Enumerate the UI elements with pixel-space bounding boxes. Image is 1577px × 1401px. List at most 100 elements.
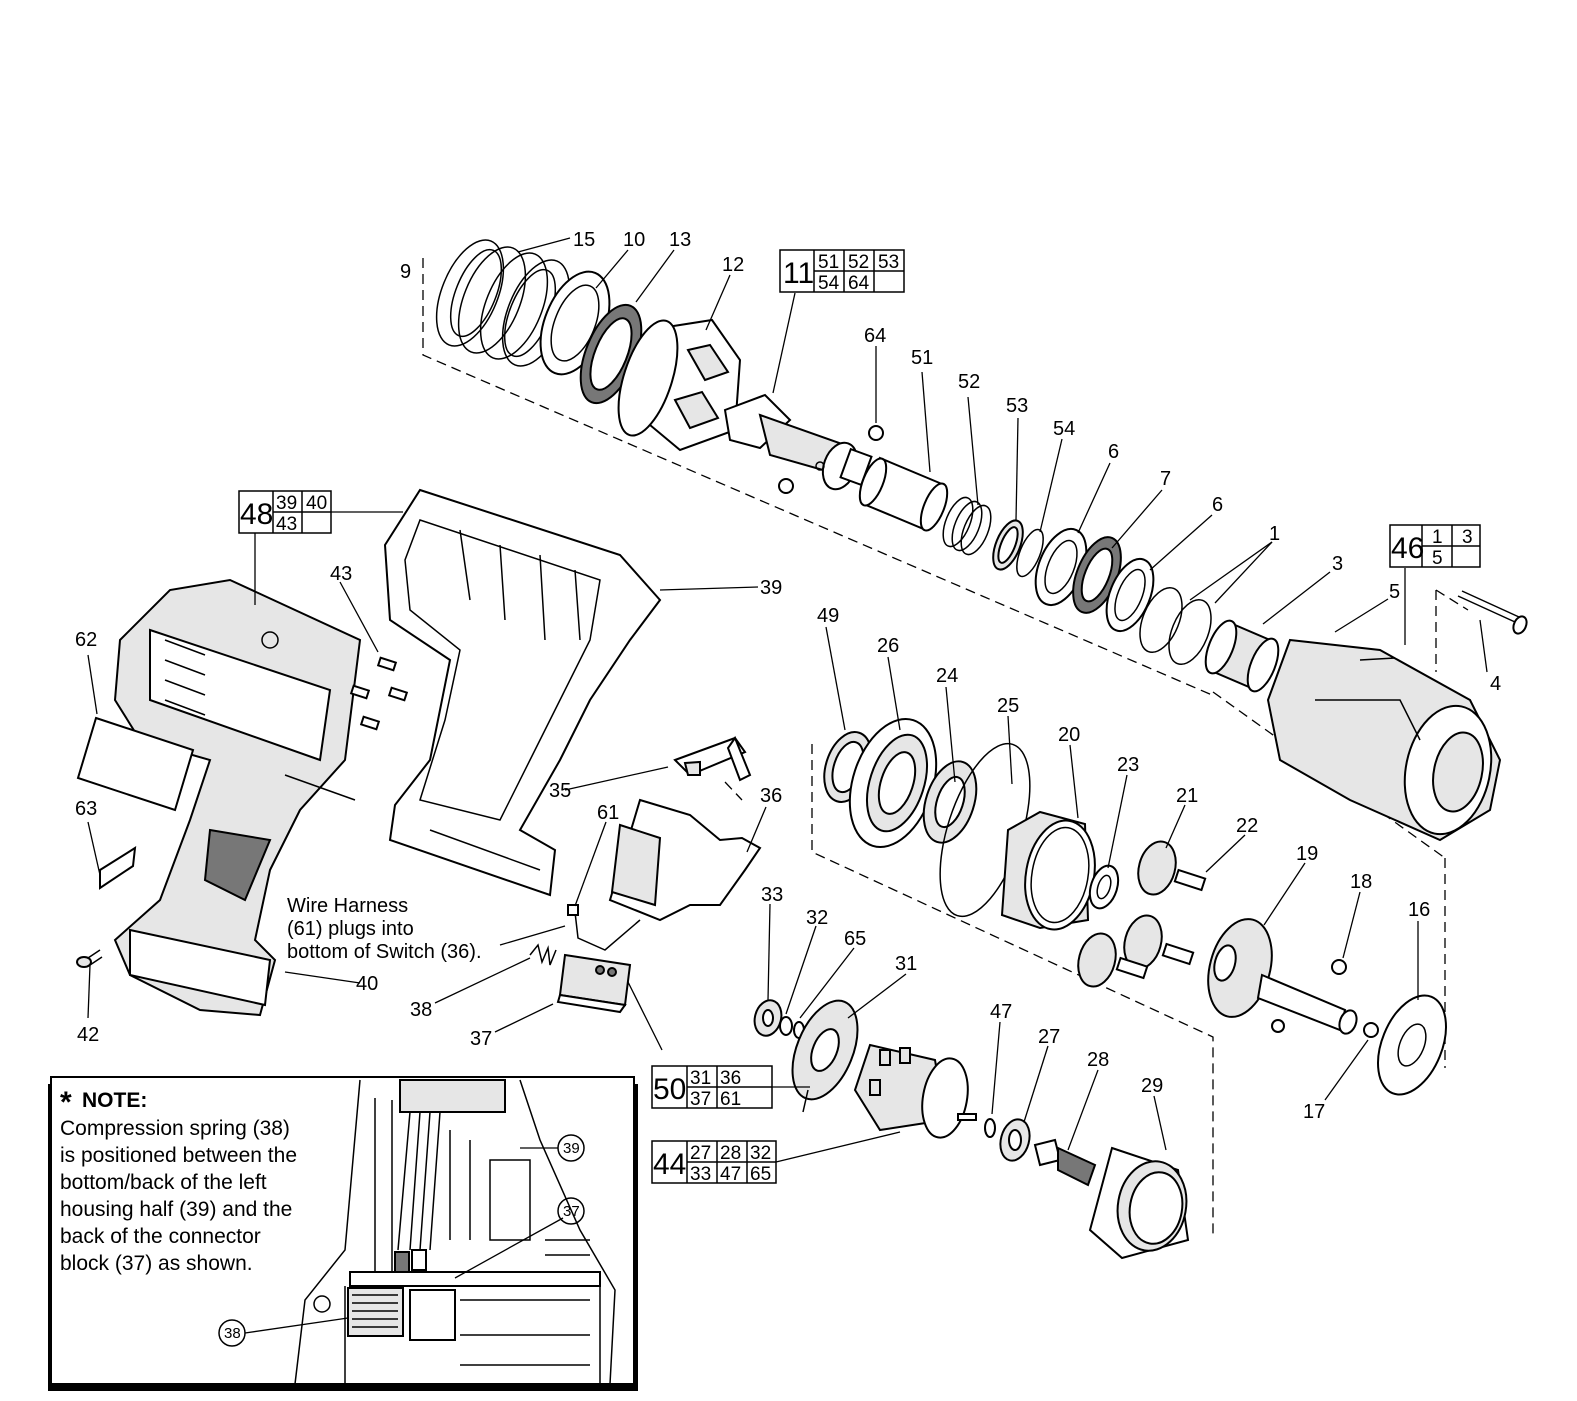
bearing-27 bbox=[999, 1118, 1031, 1162]
callout-13: 13 bbox=[669, 229, 691, 251]
switch-36 bbox=[608, 798, 762, 922]
ball-extra bbox=[1271, 1019, 1285, 1033]
callout-3: 3 bbox=[1332, 553, 1343, 575]
callout-16: 16 bbox=[1408, 899, 1430, 921]
bushing-51 bbox=[858, 456, 949, 532]
callout-5: 5 bbox=[1389, 581, 1400, 603]
sleeve-29 bbox=[1088, 1146, 1190, 1260]
anvil-11 bbox=[723, 393, 873, 491]
callout-35: 35 bbox=[549, 780, 571, 802]
kit-11-cell: 64 bbox=[848, 273, 870, 294]
callout-39: 39 bbox=[760, 577, 782, 599]
callout-17: 17 bbox=[1303, 1101, 1325, 1123]
callout-53: 53 bbox=[1006, 395, 1028, 417]
washer-32 bbox=[779, 1016, 793, 1036]
kit-48-cell: 39 bbox=[276, 493, 297, 514]
kit-44-main: 44 bbox=[653, 1148, 686, 1181]
callout-18: 18 bbox=[1350, 871, 1372, 893]
kit-box-11: 11 51 52 53 54 64 bbox=[779, 249, 905, 294]
pins-22 bbox=[1115, 868, 1207, 980]
callout-28: 28 bbox=[1087, 1049, 1109, 1071]
screw-42 bbox=[76, 949, 103, 968]
label-63 bbox=[99, 846, 137, 890]
stray-mark: 9 bbox=[400, 261, 411, 283]
kit-11-main: 11 bbox=[783, 257, 814, 290]
ball-64-a bbox=[868, 425, 884, 441]
callout-27: 27 bbox=[1038, 1026, 1060, 1048]
kit-11-cell: 51 bbox=[818, 252, 839, 273]
kit-11-cell: 53 bbox=[878, 252, 899, 273]
planet-gears-21 bbox=[1077, 840, 1177, 988]
inset-callout-37: 37 bbox=[563, 1203, 580, 1220]
pinion-28 bbox=[1033, 1138, 1097, 1187]
callout-20: 20 bbox=[1058, 724, 1080, 746]
callout-52: 52 bbox=[958, 371, 980, 393]
kit-box-44: 44 27 28 32 33 47 65 bbox=[651, 1140, 777, 1185]
wire-note-line: (61) plugs into bbox=[287, 918, 414, 940]
leader-lines bbox=[87, 237, 1488, 1163]
wire-note-line: Wire Harness bbox=[287, 895, 408, 917]
callout-24: 24 bbox=[936, 665, 958, 687]
kit-46-cell: 1 bbox=[1432, 527, 1443, 548]
kit-50-main: 50 bbox=[653, 1073, 686, 1106]
callout-40: 40 bbox=[356, 973, 378, 995]
oring-1-a bbox=[1139, 587, 1183, 653]
kit-44-cell: 27 bbox=[690, 1143, 711, 1164]
callout-62: 62 bbox=[75, 629, 97, 651]
callout-labels: 1 3 4 5 6 6 7 10 12 13 15 16 17 18 19 20… bbox=[75, 229, 1501, 1123]
trigger-35 bbox=[673, 735, 752, 782]
note-line: block (37) as shown. bbox=[60, 1252, 253, 1275]
callout-51: 51 bbox=[911, 347, 933, 369]
wire-note-line: bottom of Switch (36). bbox=[287, 941, 482, 963]
pins-43 bbox=[349, 656, 409, 731]
callout-32: 32 bbox=[806, 907, 828, 929]
callout-25: 25 bbox=[997, 695, 1019, 717]
kit-48-cell: 43 bbox=[276, 514, 297, 535]
kit-48-main: 48 bbox=[240, 498, 273, 531]
callout-6-lower: 6 bbox=[1212, 494, 1223, 516]
callout-42: 42 bbox=[77, 1024, 99, 1046]
kit-44-cell: 47 bbox=[720, 1164, 741, 1185]
kit-50-cell: 37 bbox=[690, 1089, 711, 1110]
kit-box-46: 46 1 3 5 bbox=[1389, 524, 1481, 569]
hammer-12 bbox=[617, 318, 742, 452]
ball-18 bbox=[1331, 959, 1347, 975]
callout-49: 49 bbox=[817, 605, 839, 627]
kit-11-cell: 54 bbox=[818, 273, 840, 294]
kit-box-50: 50 31 36 37 61 bbox=[651, 1065, 773, 1110]
washer-16 bbox=[1377, 994, 1447, 1096]
callout-31: 31 bbox=[895, 953, 917, 975]
bearing-33 bbox=[753, 999, 783, 1037]
note-line: housing half (39) and the bbox=[60, 1198, 292, 1221]
oring-1-b bbox=[1168, 599, 1212, 665]
bearing-24 bbox=[922, 760, 978, 844]
callout-47: 47 bbox=[990, 1001, 1012, 1023]
bushing-3 bbox=[1204, 619, 1280, 693]
callout-64: 64 bbox=[864, 325, 886, 347]
kit-44-cell: 33 bbox=[690, 1164, 711, 1185]
washer-23 bbox=[1088, 864, 1120, 910]
washer-6-b bbox=[1105, 557, 1155, 633]
note-line: Compression spring (38) bbox=[60, 1117, 290, 1140]
callout-37: 37 bbox=[470, 1028, 492, 1050]
callout-33: 33 bbox=[761, 884, 783, 906]
assembly-dashed-outlines bbox=[422, 258, 1469, 1238]
callout-6-upper: 6 bbox=[1108, 441, 1119, 463]
callout-4: 4 bbox=[1490, 673, 1501, 695]
housing-half-left-39 bbox=[383, 488, 662, 897]
callout-15: 15 bbox=[573, 229, 595, 251]
kit-11-cell: 52 bbox=[848, 252, 869, 273]
kit-46-cell: 3 bbox=[1462, 527, 1473, 548]
note-box: * NOTE: Compression spring (38) is posit… bbox=[48, 1076, 638, 1391]
inset-callout-circle-38 bbox=[218, 1319, 246, 1347]
callout-1: 1 bbox=[1269, 523, 1280, 545]
callout-36: 36 bbox=[760, 785, 782, 807]
callout-26: 26 bbox=[877, 635, 899, 657]
carrier-19 bbox=[1207, 918, 1358, 1035]
ring-54 bbox=[1016, 528, 1044, 578]
kit-44-cell: 28 bbox=[720, 1143, 741, 1164]
callout-38: 38 bbox=[410, 999, 432, 1021]
screw-4 bbox=[1457, 590, 1528, 635]
kit-50-cell: 36 bbox=[720, 1068, 741, 1089]
